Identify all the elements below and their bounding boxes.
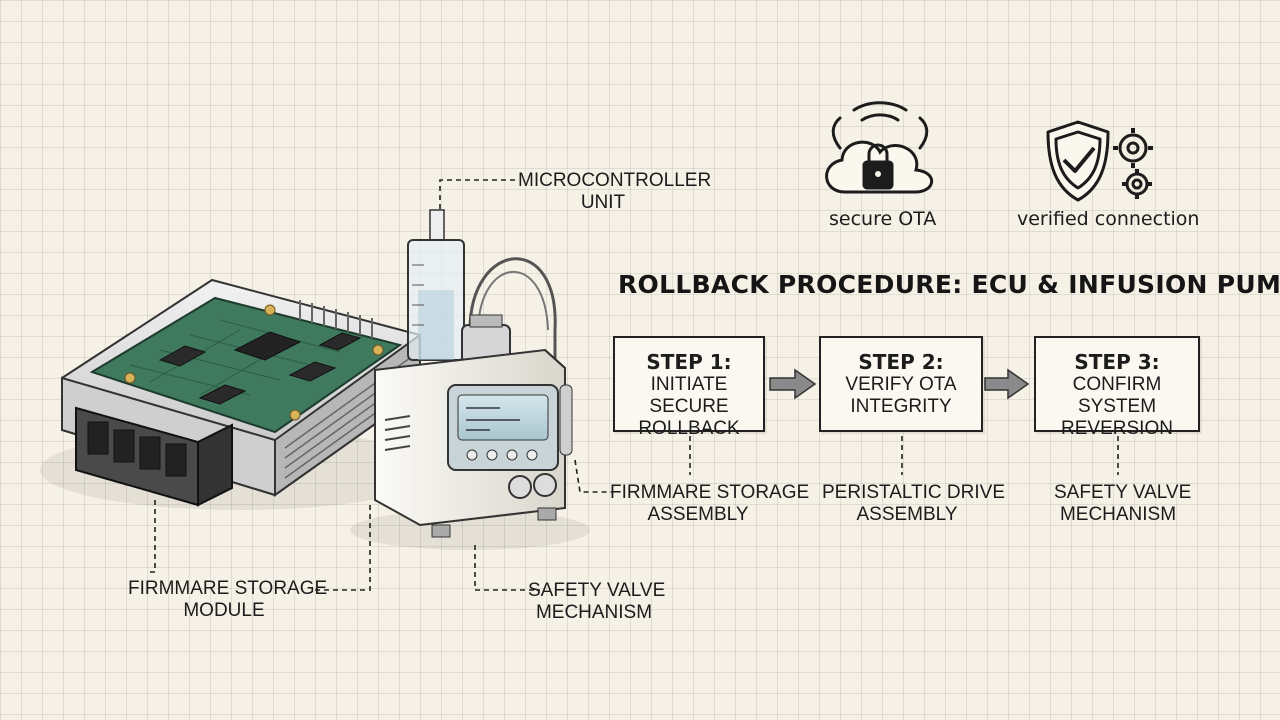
callout-safety-valve-pump-line1: SAFETY VALVE [528, 580, 666, 601]
leader-firmware-assembly [574, 459, 612, 493]
step-1-line2: ROLLBACK [638, 418, 740, 439]
step-3-box: STEP 3: CONFIRM SYSTEM REVERSION [1034, 336, 1200, 439]
infusion-pump-illustration [350, 209, 590, 550]
callout-firmware-assembly-line2: ASSEMBLY [647, 504, 749, 525]
callout-firmware-storage-module: FIRMMARE STORAGE MODULE [128, 578, 328, 622]
secure-ota-label: secure OTA [829, 208, 937, 230]
callout-safety-valve-pump: SAFETY VALVE MECHANISM [528, 580, 666, 624]
callout-microcontroller-line1: MICROCONTROLLER [518, 170, 712, 191]
callout-peristaltic-drive: PERISTALTIC DRIVE ASSEMBLY [822, 482, 1005, 526]
leader-firmware-module-2 [312, 505, 371, 591]
step-1-heading: STEP 1: [646, 350, 732, 374]
step-2-line1: VERIFY OTA [845, 374, 957, 395]
step-2-line2: INTEGRITY [850, 396, 952, 417]
callout-safety-valve-pump-line2: MECHANISM [535, 602, 653, 623]
callout-leaders [148, 179, 1119, 591]
step-arrows [769, 368, 1030, 400]
step-3-line2: REVERSION [1061, 418, 1173, 439]
step-3-line1: CONFIRM SYSTEM [1072, 374, 1162, 417]
shield-gear-icon [1046, 120, 1153, 202]
verified-connection-label: verified connection [1017, 208, 1200, 230]
callout-safety-valve-step-line2: MECHANISM [1059, 504, 1177, 525]
step-1-box: STEP 1: INITIATE SECURE ROLLBACK [613, 336, 765, 439]
step-3-heading: STEP 3: [1074, 350, 1160, 374]
ecu-illustration [40, 278, 440, 510]
arrow-step1-step2 [769, 368, 817, 400]
callout-peristaltic-line1: PERISTALTIC DRIVE [822, 482, 1005, 503]
cloud-lock-icon [825, 101, 934, 194]
arrow-step2-step3 [984, 368, 1030, 400]
step-2-heading: STEP 2: [858, 350, 944, 374]
callout-firmware-storage-assembly: FIRMMARE STORAGE ASSEMBLY [610, 482, 810, 526]
callout-safety-valve-step: SAFETY VALVE MECHANISM [1054, 482, 1192, 526]
step-2-box: STEP 2: VERIFY OTA INTEGRITY [819, 336, 983, 432]
callout-safety-valve-step-line1: SAFETY VALVE [1054, 482, 1192, 503]
callout-firmware-module-line1: FIRMMARE STORAGE [128, 578, 328, 599]
leader-microcontroller [439, 179, 515, 210]
leader-safety-valve [474, 545, 540, 591]
step-1-line1: INITIATE SECURE [649, 374, 729, 417]
callout-firmware-module-line2: MODULE [183, 600, 265, 621]
callout-firmware-assembly-line1: FIRMMARE STORAGE [610, 482, 810, 503]
callout-peristaltic-line2: ASSEMBLY [856, 504, 958, 525]
procedure-title: ROLLBACK PROCEDURE: ECU & INFUSION PUMP [618, 270, 1280, 299]
callout-microcontroller-line2: UNIT [580, 192, 626, 213]
leader-firmware-module [148, 500, 156, 573]
callout-microcontroller: MICROCONTROLLER UNIT [518, 170, 712, 214]
